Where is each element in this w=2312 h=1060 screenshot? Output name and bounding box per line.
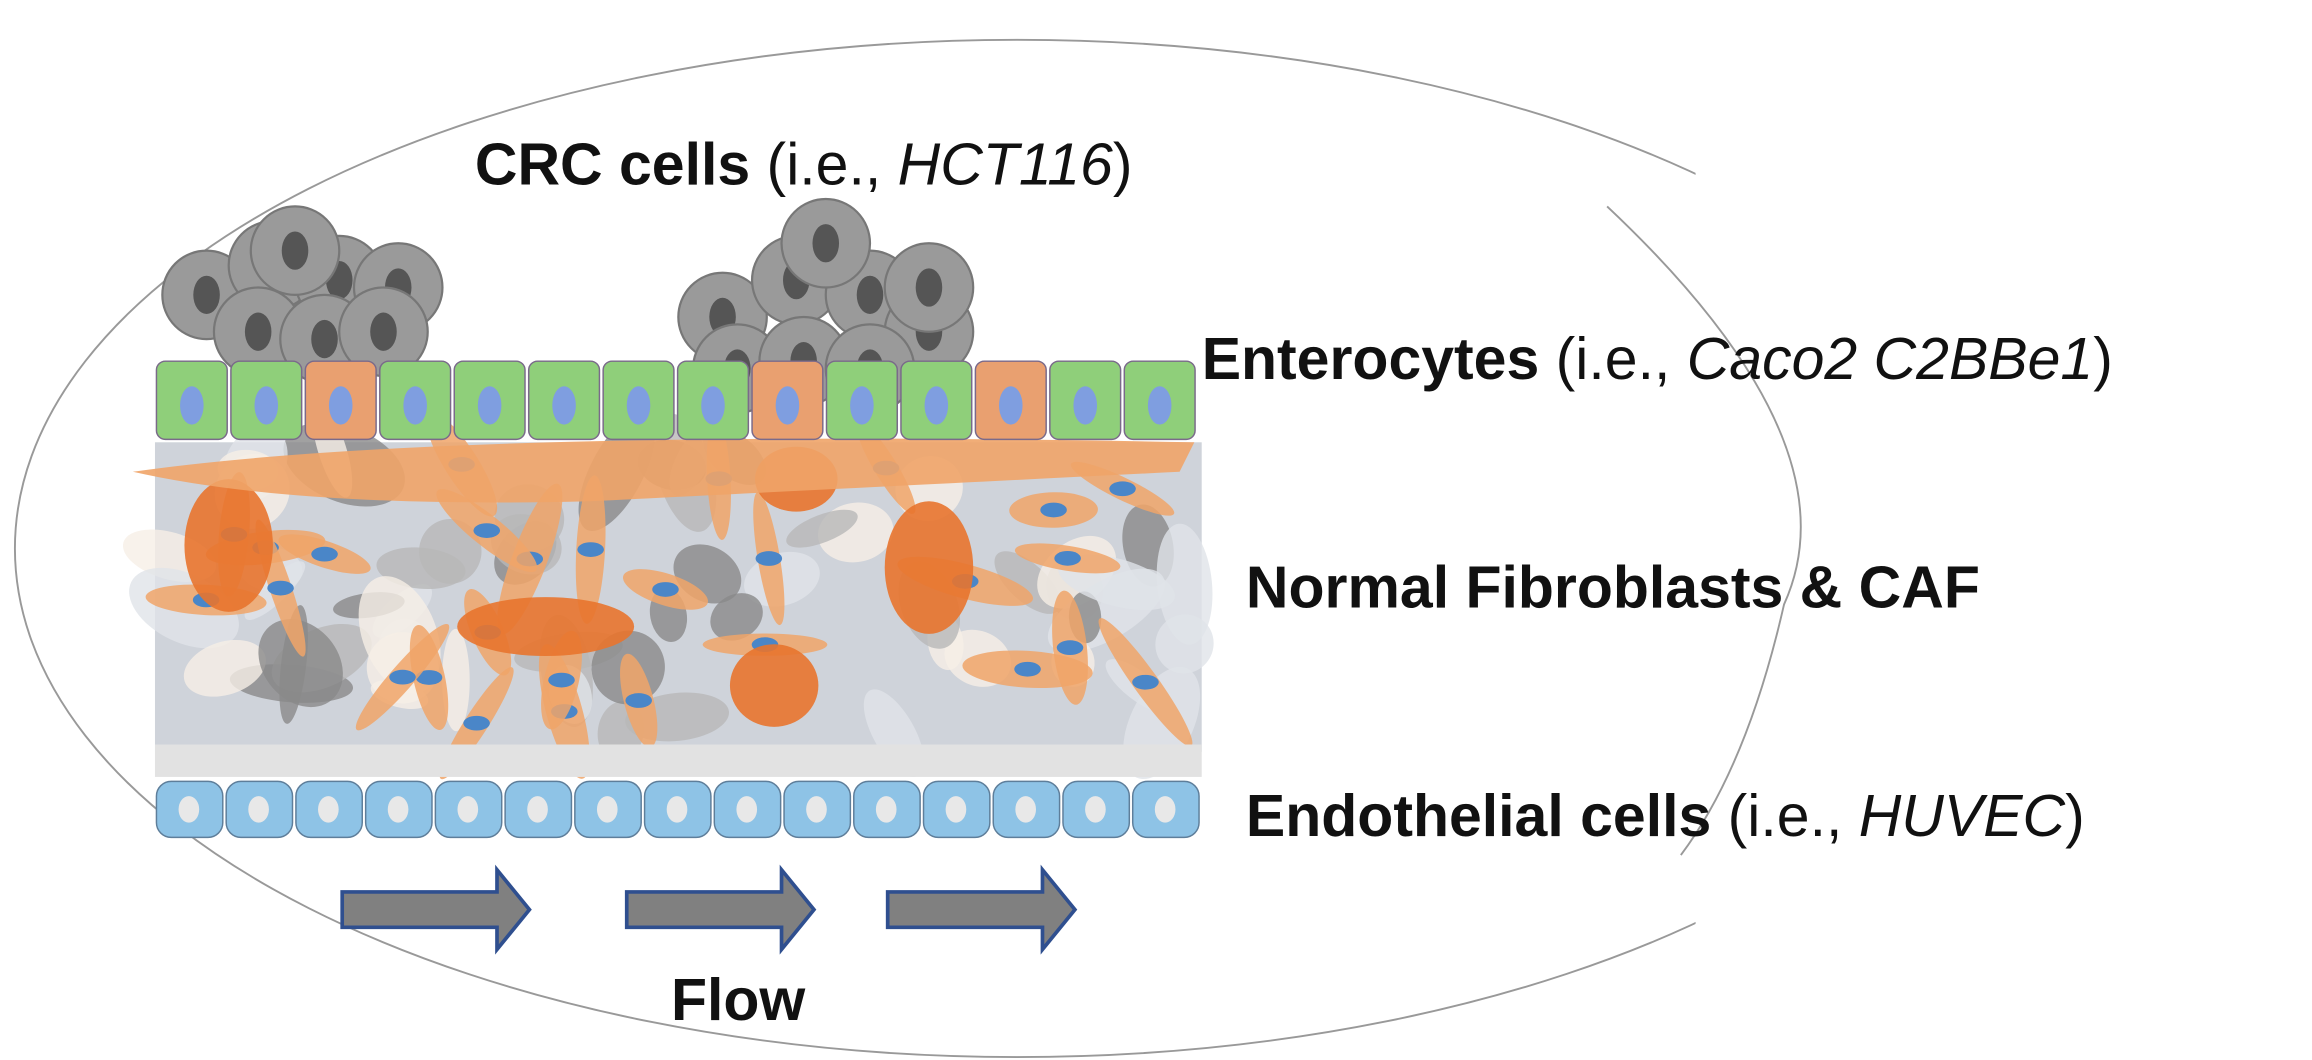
fibroblast-nucleus	[1054, 550, 1081, 566]
fibroblast-nucleus	[1056, 640, 1084, 656]
flow-arrow-icon	[340, 864, 532, 955]
enterocyte-nucleus	[552, 386, 576, 425]
endothelial-nucleus	[318, 796, 339, 823]
fibroblast-nucleus	[389, 669, 416, 685]
endothelial-nucleus	[945, 796, 967, 823]
fibroblast-nucleus	[1109, 481, 1136, 497]
fibroblast-nucleus	[1014, 661, 1041, 677]
flow-arrow-icon	[624, 864, 817, 955]
endothelial-nucleus	[248, 796, 269, 823]
fibroblast-nucleus	[1132, 674, 1159, 690]
endothelial-nucleus	[666, 796, 688, 823]
endothelial-layer	[155, 780, 1200, 839]
flow-arrow-icon	[885, 864, 1078, 955]
enterocyte-nucleus	[775, 386, 800, 425]
endothelial-label: Endothelial cells (i.e., HUVEC)	[1246, 784, 2085, 849]
fibroblast-nucleus	[473, 523, 501, 538]
crc-nucleus	[244, 312, 272, 351]
endothelial-nucleus	[875, 796, 897, 823]
membrane	[154, 744, 1202, 777]
enterocyte-nucleus	[180, 386, 204, 425]
fibroblast-nucleus	[311, 546, 338, 562]
enterocyte-layer	[155, 360, 1196, 441]
caf-cell	[184, 479, 273, 612]
caf-cell	[884, 501, 974, 634]
enterocyte-nucleus	[998, 386, 1023, 425]
crc-nucleus	[311, 319, 338, 359]
endothelial-nucleus	[1015, 796, 1036, 823]
fibroblast-nucleus	[577, 542, 604, 557]
fibroblast-nucleus	[415, 670, 443, 685]
enterocytes-label: Enterocytes (i.e., Caco2 C2BBe1)	[1202, 327, 2113, 392]
crc-nucleus	[856, 275, 884, 315]
endothelial-nucleus	[457, 796, 479, 823]
enterocyte-nucleus	[850, 386, 874, 425]
stroma-layer	[122, 402, 1214, 780]
enterocyte-nucleus	[626, 386, 651, 425]
fibroblast-nucleus	[267, 580, 294, 596]
crc-nucleus	[281, 231, 309, 270]
endothelial-nucleus	[596, 796, 618, 823]
endothelial-nucleus	[1085, 796, 1106, 823]
crc-nucleus	[812, 224, 840, 263]
crc-nucleus	[370, 312, 397, 351]
enterocyte-nucleus	[924, 386, 949, 425]
fibroblast-nucleus	[463, 715, 490, 731]
enterocyte-nucleus	[254, 386, 279, 425]
endothelial-nucleus	[806, 796, 827, 823]
enterocyte-nucleus	[701, 386, 725, 425]
enterocyte-nucleus	[1073, 386, 1098, 425]
crc-nucleus	[193, 275, 220, 315]
enterocyte-nucleus	[1147, 386, 1172, 425]
endothelial-nucleus	[1154, 796, 1176, 823]
endothelial-nucleus	[178, 796, 200, 823]
fibroblasts-label: Normal Fibroblasts & CAF	[1246, 555, 1980, 620]
fibroblast-nucleus	[625, 693, 652, 708]
flow-arrows	[340, 864, 1078, 955]
crc-nucleus	[915, 268, 943, 307]
endothelial-nucleus	[736, 796, 758, 823]
chip-outline-right	[1606, 205, 1802, 856]
fibroblast-nucleus	[755, 551, 783, 566]
caf-cell	[729, 644, 819, 727]
flow-label: Flow	[671, 968, 805, 1033]
enterocyte-nucleus	[477, 386, 502, 425]
basement-fibroblast-sheet	[132, 438, 1195, 503]
enterocyte-nucleus	[403, 386, 427, 425]
fibroblast-nucleus	[548, 672, 575, 688]
endothelial-nucleus	[527, 796, 548, 823]
caf-cell	[457, 597, 635, 657]
fibroblast-nucleus	[1040, 502, 1067, 518]
endothelial-nucleus	[387, 796, 409, 823]
fibroblast-nucleus	[652, 582, 679, 597]
crc-label: CRC cells (i.e., HCT116)	[475, 132, 1133, 197]
enterocyte-nucleus	[328, 386, 353, 425]
